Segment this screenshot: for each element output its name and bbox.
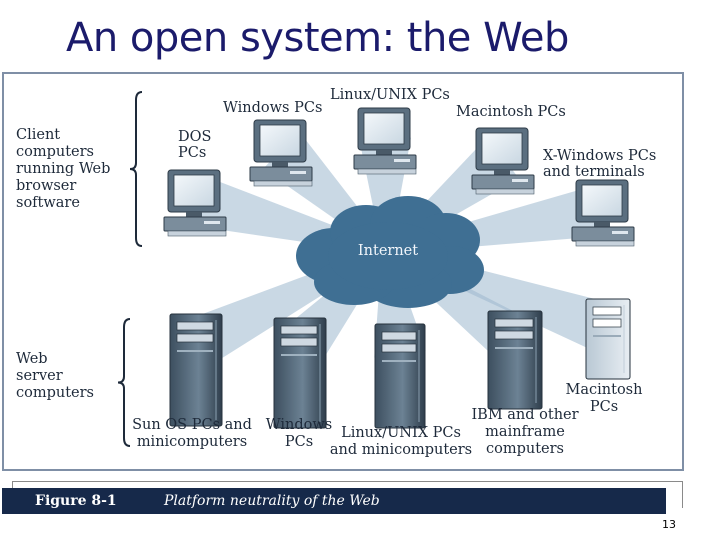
slide-title: An open system: the Web xyxy=(66,15,569,61)
server-tower-windows xyxy=(273,317,327,429)
client-pc-linux xyxy=(353,107,417,175)
server-group-bracket xyxy=(117,318,131,447)
internet-label: Internet xyxy=(358,243,418,259)
server-tower-sunos xyxy=(169,313,223,427)
client-label-macintosh: Macintosh PCs xyxy=(456,104,566,120)
client-pc-macintosh xyxy=(471,127,535,195)
client-pc-xwindows xyxy=(571,179,635,247)
client-pc-dos xyxy=(163,169,227,237)
internet-cloud xyxy=(296,196,484,308)
slide-number: 13 xyxy=(662,518,676,531)
figure-caption-bar: Figure 8-1 Platform neutrality of the We… xyxy=(2,488,666,514)
server-tower-macintosh xyxy=(585,298,631,380)
client-label-windows: Windows PCs xyxy=(223,100,322,116)
client-label-linux: Linux/UNIX PCs xyxy=(330,87,450,103)
server-tower-linux xyxy=(374,323,426,429)
server-tower-ibm xyxy=(487,310,543,410)
figure-caption-label: Figure 8-1 xyxy=(35,493,117,509)
client-group-bracket xyxy=(129,91,143,247)
figure-caption-text: Platform neutrality of the Web xyxy=(164,493,380,509)
client-pc-windows xyxy=(249,119,313,187)
